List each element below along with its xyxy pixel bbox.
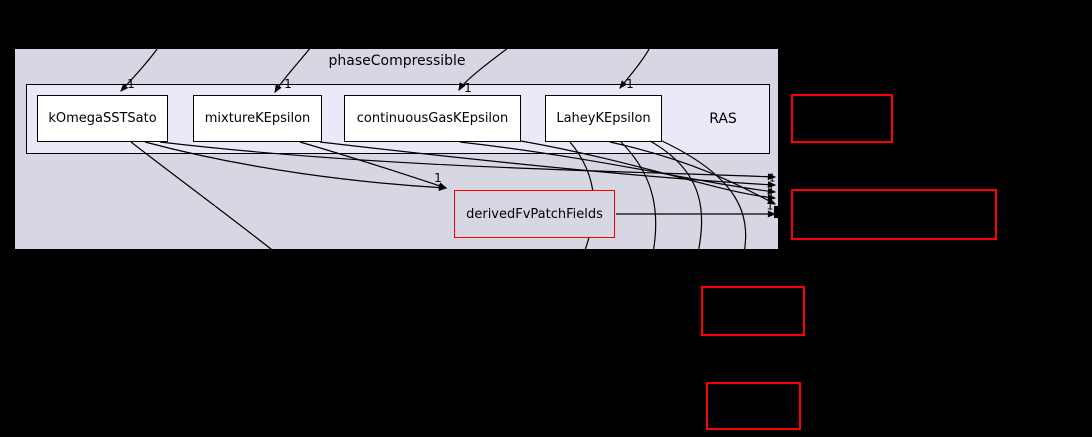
node-derivedfvpatchfields[interactable]: derivedFvPatchFields <box>454 190 615 238</box>
cluster-label-ras: RAS <box>709 111 737 127</box>
cluster-title-phasecompressible[interactable]: phaseCompressible <box>328 53 466 69</box>
external-dependency-box-2[interactable] <box>791 189 997 240</box>
edge-label: 1 <box>767 181 775 195</box>
external-dependency-box-4[interactable] <box>706 382 801 430</box>
node-mixturekepsilon[interactable]: mixtureKEpsilon <box>193 95 322 142</box>
edge-label: 1 <box>768 171 776 185</box>
node-komegasstsato[interactable]: kOmegaSSTSato <box>37 95 168 142</box>
edge-label: 1 <box>767 188 775 202</box>
external-dependency-box-1[interactable] <box>791 94 893 143</box>
edge-label: 1 <box>626 77 634 91</box>
edge-label: 1 <box>464 81 472 95</box>
edge-label: 1 <box>766 199 774 213</box>
edge-label: 1 <box>434 171 442 185</box>
node-laheykepsilon[interactable]: LaheyKEpsilon <box>545 95 662 142</box>
external-dependency-box-3[interactable] <box>701 286 805 336</box>
edge-label: 1 <box>127 77 135 91</box>
node-continuousgaskepsilon[interactable]: continuousGasKEpsilon <box>344 95 521 142</box>
edge-label: 1 <box>284 77 292 91</box>
